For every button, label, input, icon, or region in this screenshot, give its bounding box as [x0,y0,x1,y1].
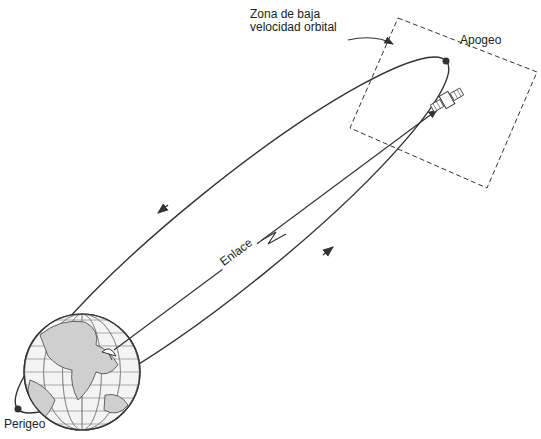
orbit-arrow [158,205,168,213]
link-label: Enlace [215,234,257,270]
perigee-dot [15,406,22,413]
perigee-label: Perigeo [4,418,45,431]
orbit-arrow [323,247,333,255]
apogee-label: Apogeo [460,34,501,47]
zone-label: Zona de baja velocidad orbital [250,8,346,34]
satellite-icon [429,85,465,114]
link-line [114,110,437,350]
parallel-line [20,320,144,321]
zone-box [350,18,537,188]
zone-leader [348,38,393,44]
ground-antenna [102,349,116,360]
earth-globe [20,314,144,430]
apogee-dot [443,58,450,65]
link-zigzag [262,232,286,244]
orbit-ellipse [0,22,478,439]
